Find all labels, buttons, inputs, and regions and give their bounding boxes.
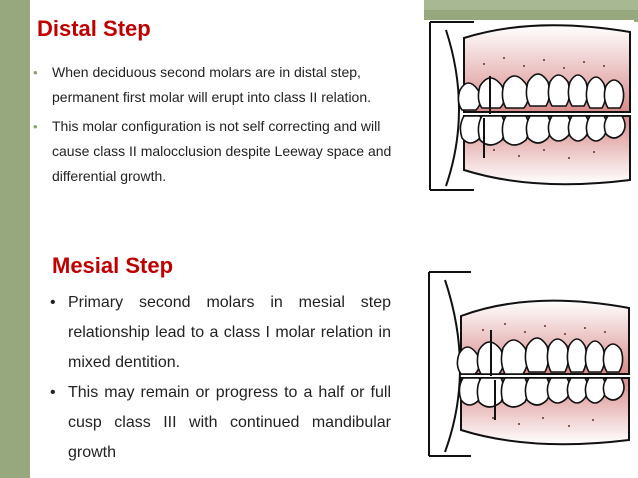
- list-item-text: When deciduous second molars are in dist…: [52, 64, 372, 105]
- distal-step-heading: Distal Step: [37, 16, 151, 41]
- left-accent-stripe: [0, 0, 30, 478]
- bullet-icon: •: [50, 384, 56, 401]
- list-item-text: This may remain or progress to a half or…: [68, 384, 391, 461]
- mesial-step-heading: Mesial Step: [52, 253, 174, 278]
- distal-step-list: • When deciduous second molars are in dis…: [30, 60, 410, 193]
- list-item-text: This molar configuration is not self cor…: [52, 118, 392, 184]
- dentition-distal-step-illustration: [424, 20, 634, 196]
- bullet-icon: •: [50, 294, 56, 311]
- title-band: [30, 0, 424, 22]
- list-item: • This may remain or progress to a half o…: [48, 378, 391, 468]
- dentition-mesial-step-illustration: [421, 270, 633, 463]
- list-item: • This molar configuration is not self co…: [30, 114, 410, 189]
- list-item-text: Primary second molars in mesial step rel…: [68, 294, 391, 371]
- list-item: • Primary second molars in mesial step re…: [48, 288, 391, 378]
- list-item: • When deciduous second molars are in dis…: [30, 60, 410, 110]
- bullet-icon: •: [33, 119, 38, 134]
- mesial-step-list: • Primary second molars in mesial step re…: [48, 288, 391, 468]
- bullet-icon: •: [33, 65, 38, 80]
- right-accent-stripe: [424, 0, 638, 10]
